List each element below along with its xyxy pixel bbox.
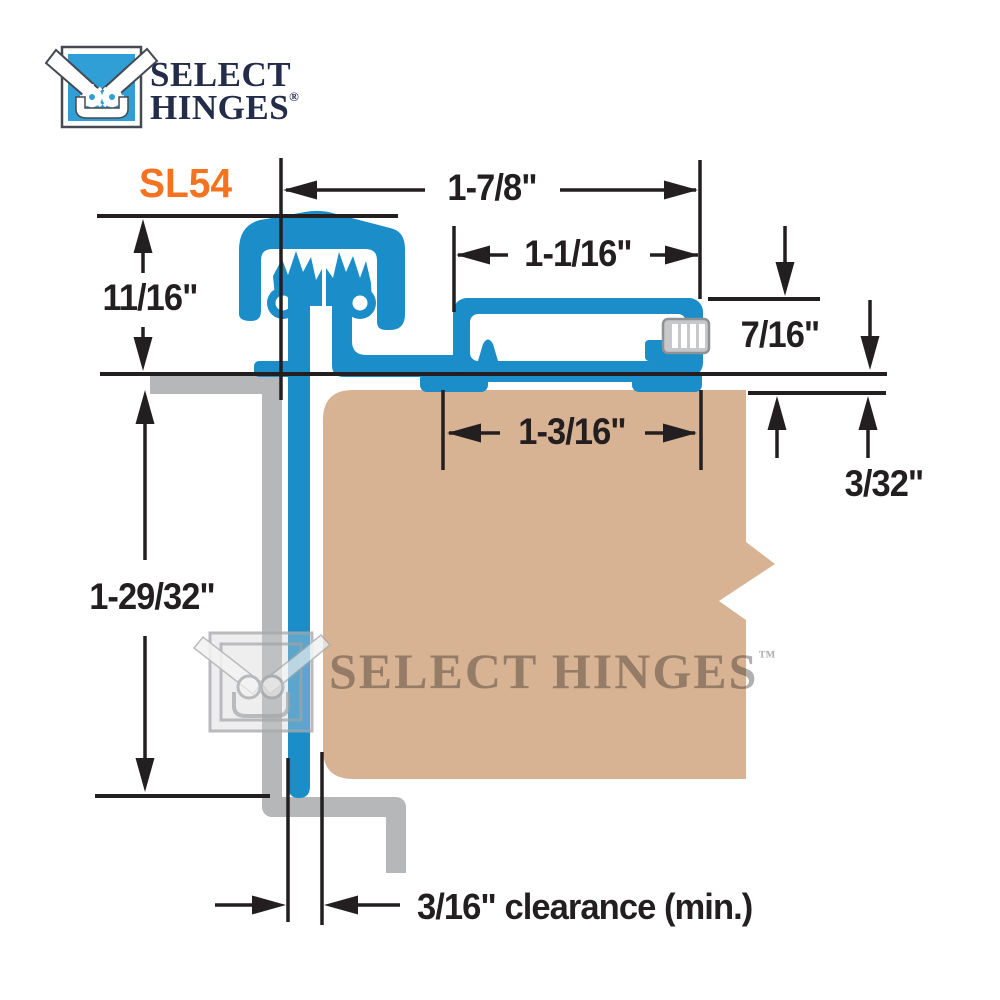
watermark-logo-icon [192, 631, 332, 733]
door-leaf-foot-left [420, 372, 488, 392]
adjustment-screw [661, 317, 711, 355]
dim-frame-leaf-label: 1-29/32" [89, 576, 216, 617]
dim-door-inset-label: 3/32" [844, 463, 925, 504]
dim-cap-height-label: 11/16" [102, 277, 199, 318]
brand-name-line2: HINGES® [150, 88, 299, 127]
dim-door-leaf-label: 1-3/16" [518, 411, 626, 452]
watermark-text: SELECT HINGES™ [329, 643, 776, 699]
dim-total-width-arrows [283, 180, 698, 200]
trademark-mark: ™ [758, 647, 776, 666]
model-label: SL54 [139, 160, 233, 206]
dim-channel-height-arrows [775, 226, 880, 370]
registered-mark: ® [289, 89, 299, 104]
dim-cap-height-arrows [133, 219, 153, 371]
door-leaf-foot-right [632, 372, 702, 392]
frame-profile [150, 374, 406, 873]
dim-clearance-label: 3/16" clearance (min.) [417, 886, 753, 927]
dim-leaf-channel-arrows [456, 245, 699, 265]
reference-lines [95, 158, 887, 925]
brand-name-line1: SELECT [150, 55, 292, 94]
dim-total-width-label: 1-7/8" [447, 167, 537, 208]
dim-clearance-arrows [215, 895, 400, 915]
logo-gears [80, 84, 124, 110]
dim-channel-height-label: 7/16" [740, 314, 821, 355]
dim-door-leaf-arrows [447, 423, 697, 443]
dim-frame-leaf-arrows [135, 390, 155, 792]
door-block [323, 390, 775, 779]
brand-logo-icon [44, 45, 159, 129]
logo-bracket [75, 96, 129, 119]
dim-leaf-channel-label: 1-1/16" [524, 233, 632, 274]
dim-door-inset-arrows [767, 396, 878, 458]
